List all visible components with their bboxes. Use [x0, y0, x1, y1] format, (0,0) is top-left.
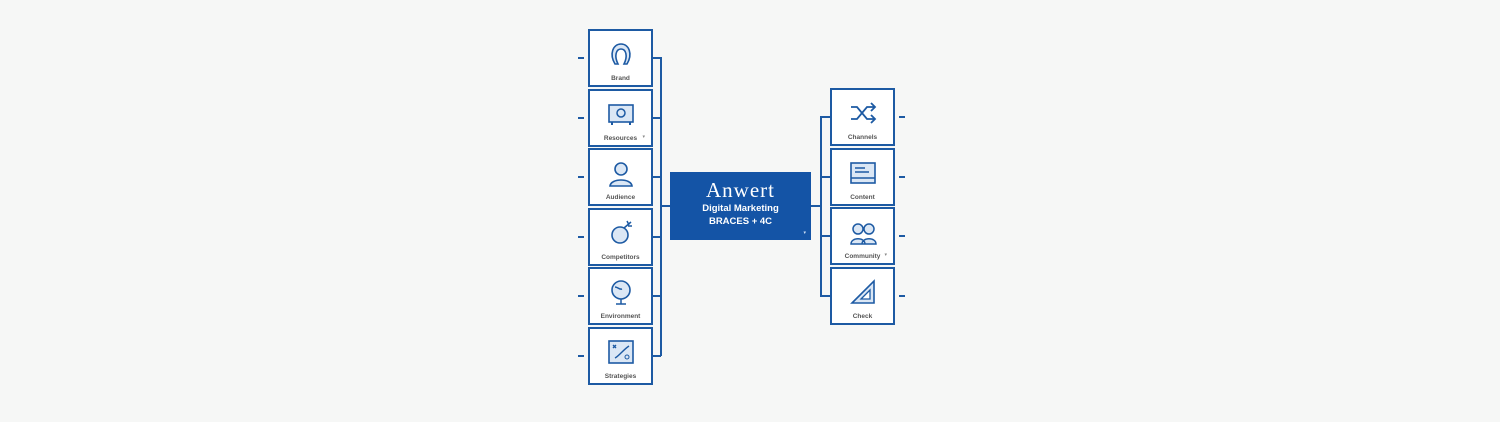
connector-stub — [578, 176, 584, 178]
connector-stub — [899, 235, 905, 237]
node-community[interactable]: Community▾ — [830, 207, 895, 265]
right-trunk-line — [820, 116, 822, 297]
expand-icon[interactable]: ▾ — [803, 230, 806, 236]
connector-stub — [578, 57, 584, 59]
node-competitors[interactable]: Competitors — [588, 208, 653, 266]
node-label: Community — [844, 253, 881, 260]
shuffle-icon — [850, 102, 876, 124]
connector-line — [821, 235, 830, 237]
connector-stub — [578, 355, 584, 357]
people-icon — [849, 223, 877, 245]
globe-icon — [610, 280, 631, 305]
connector-line — [821, 295, 830, 297]
node-label: Resources — [603, 135, 638, 142]
node-brand[interactable]: Brand — [588, 29, 653, 87]
anwert-logo: Anwert — [706, 178, 775, 202]
node-check[interactable]: Check — [830, 267, 895, 325]
node-label: Content — [850, 194, 875, 201]
connector-line — [821, 176, 830, 178]
safe-icon — [607, 104, 634, 125]
left-center-link — [660, 205, 670, 207]
connector-line — [653, 355, 661, 357]
connector-stub — [578, 295, 584, 297]
tactics-board-icon — [607, 340, 634, 364]
node-resources[interactable]: Resources ▾ — [588, 89, 653, 147]
connector-line — [653, 176, 661, 178]
node-environment[interactable]: Environment — [588, 267, 653, 325]
central-title-line1: Digital Marketing — [702, 203, 779, 214]
node-label: Environment — [600, 313, 641, 320]
node-label: Check — [852, 313, 873, 320]
horseshoe-icon — [610, 43, 631, 65]
boxing-glove-icon — [610, 220, 632, 244]
connector-line — [653, 117, 661, 119]
node-strategies[interactable]: Strategies — [588, 327, 653, 385]
node-label: Brand — [611, 75, 630, 82]
node-audience[interactable]: Audience — [588, 148, 653, 206]
right-center-link — [811, 205, 821, 207]
connector-stub — [899, 176, 905, 178]
node-label: Competitors — [601, 254, 640, 261]
connector-stub — [578, 117, 584, 119]
node-label: Channels — [847, 134, 878, 141]
connector-stub — [578, 236, 584, 238]
node-label: Strategies — [604, 373, 637, 380]
set-square-icon — [849, 279, 875, 304]
connector-stub — [899, 116, 905, 118]
node-content[interactable]: Content — [830, 148, 895, 206]
connector-stub — [899, 295, 905, 297]
expand-icon[interactable]: ▾ — [884, 252, 887, 258]
document-icon — [849, 162, 876, 184]
node-channels[interactable]: Channels — [830, 88, 895, 146]
person-icon — [608, 162, 633, 187]
central-title-line2: BRACES + 4C — [708, 216, 773, 227]
connector-line — [653, 295, 661, 297]
connector-line — [821, 116, 830, 118]
connector-line — [653, 236, 661, 238]
node-label: Audience — [605, 194, 636, 201]
connector-line — [653, 57, 661, 59]
central-topic[interactable]: Anwert Digital Marketing BRACES + 4C ▾ — [670, 172, 811, 240]
expand-icon[interactable]: ▾ — [642, 134, 645, 140]
